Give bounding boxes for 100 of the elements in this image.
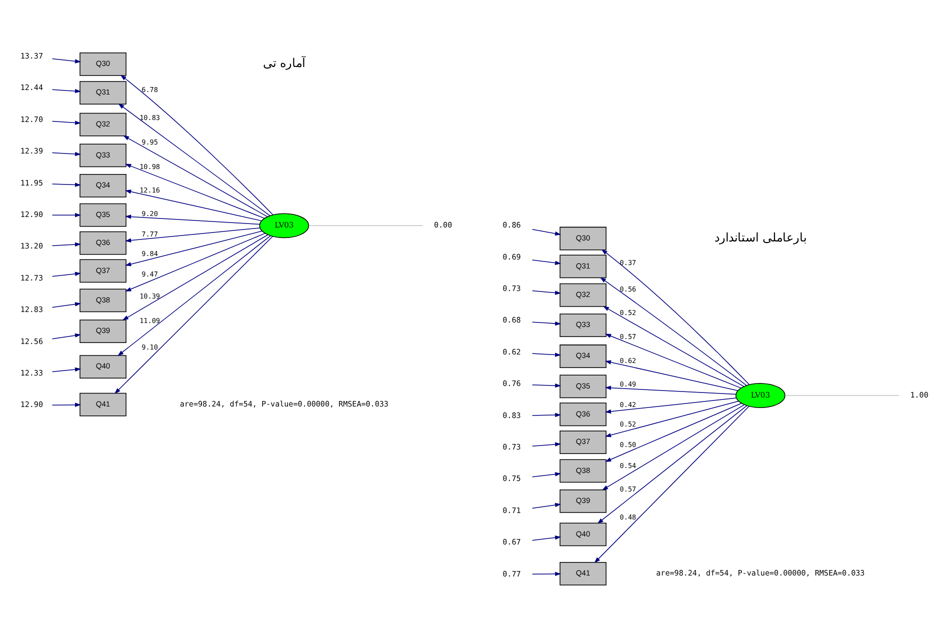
arrow xyxy=(118,234,271,356)
node-text: 12.70 xyxy=(20,114,44,124)
arrow xyxy=(532,352,562,356)
node-text: 12.83 xyxy=(20,304,44,314)
connector xyxy=(308,224,424,226)
label: بارعاملی استاندارد xyxy=(714,230,806,244)
node-text: 0.77 xyxy=(502,568,521,578)
node-text: 0.67 xyxy=(502,537,521,546)
arrow xyxy=(118,102,270,216)
arrow xyxy=(532,571,562,576)
node-text: 0.73 xyxy=(502,442,521,451)
arrow xyxy=(125,230,263,266)
arrow xyxy=(52,332,82,339)
node-box: Q38 xyxy=(80,288,126,312)
arrow xyxy=(125,214,260,224)
arrow xyxy=(605,402,742,462)
node-box: Q40 xyxy=(560,522,606,546)
node-box: Q41 xyxy=(80,392,126,416)
arrow xyxy=(532,412,562,417)
node-text: 0.71 xyxy=(502,505,521,514)
node-text: 0.76 xyxy=(502,378,521,388)
arrow xyxy=(123,134,268,217)
arrow xyxy=(52,366,82,372)
arrow xyxy=(120,74,274,215)
node-ellipse: LV03 xyxy=(736,382,786,408)
node-ellipse: LV03 xyxy=(259,212,310,238)
arrow xyxy=(602,404,745,490)
arrow xyxy=(52,182,82,186)
arrow xyxy=(532,228,562,236)
node-text: 0.68 xyxy=(502,315,521,324)
arrow xyxy=(52,120,82,124)
arrow xyxy=(532,320,562,326)
node-text: 12.39 xyxy=(20,146,44,156)
arrow xyxy=(52,88,82,93)
node-box: Q34 xyxy=(80,173,126,197)
node-text: 12.56 xyxy=(20,336,44,346)
arrow xyxy=(604,397,737,414)
node-text: 13.37 xyxy=(20,50,44,60)
node-text: 0.73 xyxy=(502,283,521,292)
node-text: 0.69 xyxy=(502,252,521,261)
node-box: Q36 xyxy=(560,402,606,426)
node-text: 13.20 xyxy=(20,241,44,250)
label: are=98.24, df=54, P-value=0.00000, RMSEA=0.033 xyxy=(656,568,865,578)
connector xyxy=(784,394,900,396)
arrow xyxy=(604,400,740,437)
node-box: Q38 xyxy=(560,458,606,482)
arrow xyxy=(597,404,748,524)
node-text: 0.86 xyxy=(502,220,521,230)
label: آماره تی xyxy=(263,56,306,70)
node-text: 0.83 xyxy=(502,410,521,420)
node-box: Q41 xyxy=(560,561,606,585)
node-text: 12.44 xyxy=(20,82,44,92)
node-box: Q35 xyxy=(80,202,126,226)
arrow xyxy=(52,151,82,156)
arrow xyxy=(52,242,82,246)
arrow xyxy=(122,234,268,320)
node-box: Q33 xyxy=(80,143,126,167)
arrow xyxy=(125,163,265,218)
arrow xyxy=(125,189,262,221)
node-text: 12.73 xyxy=(20,272,44,282)
arrow xyxy=(532,442,562,446)
arrow xyxy=(125,227,260,242)
node-box: Q40 xyxy=(80,354,126,378)
node-box: Q31 xyxy=(560,254,606,278)
node-box: Q30 xyxy=(80,52,126,76)
arrow xyxy=(52,302,82,308)
arrow xyxy=(604,385,736,394)
arrow xyxy=(532,259,562,264)
arrow xyxy=(532,382,562,388)
arrow xyxy=(604,360,738,391)
node-box: Q37 xyxy=(80,258,126,282)
arrow xyxy=(603,306,744,386)
arrow xyxy=(532,290,562,294)
node-box: Q31 xyxy=(80,80,126,104)
node-text: 0.62 xyxy=(502,346,521,356)
arrow xyxy=(52,402,82,406)
node-text: 0.00 xyxy=(434,220,452,230)
node-box: Q30 xyxy=(560,226,606,250)
label: are=98.24, df=54, P-value=0.00000, RMSEA=0.033 xyxy=(180,398,388,408)
node-box: Q32 xyxy=(560,282,606,306)
node-box: Q34 xyxy=(560,344,606,368)
node-box: Q39 xyxy=(560,488,606,512)
node-box: Q36 xyxy=(80,230,126,254)
node-text: 12.33 xyxy=(20,368,44,378)
arrow xyxy=(532,502,562,508)
arrow xyxy=(532,535,562,540)
arrow xyxy=(532,472,562,477)
arrow xyxy=(605,333,742,388)
node-box: Q35 xyxy=(560,374,606,398)
node-text: 1.00 xyxy=(910,390,928,399)
arrow xyxy=(52,212,82,217)
arrow xyxy=(600,276,747,386)
node-box: Q39 xyxy=(80,319,126,343)
node-text: 0.75 xyxy=(502,474,521,483)
node-box: Q37 xyxy=(560,430,606,454)
arrow xyxy=(52,58,82,63)
arrow xyxy=(114,235,274,394)
node-box: Q33 xyxy=(560,313,606,337)
arrow xyxy=(52,271,82,276)
node-box: Q32 xyxy=(80,112,126,136)
